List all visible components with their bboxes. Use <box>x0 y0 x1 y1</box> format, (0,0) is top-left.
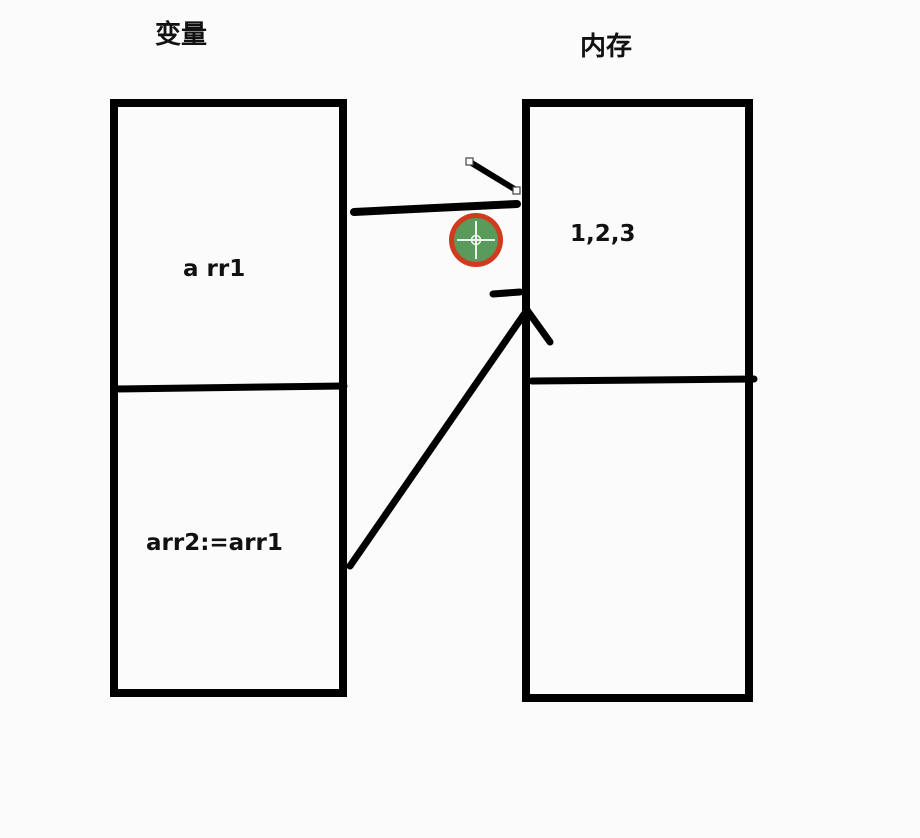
stray-stroke <box>489 288 524 298</box>
arr2-variable-label: arr2:=arr1 <box>146 530 283 556</box>
arr2-pointer-arrow <box>346 306 531 570</box>
variables-box <box>110 99 347 697</box>
memory-values-label: 1,2,3 <box>570 221 636 247</box>
arr1-variable-label: a rr1 <box>183 256 246 282</box>
variables-header: 变量 <box>155 20 208 50</box>
memory-box-divider <box>528 375 758 385</box>
move-crosshair-icon <box>449 213 503 267</box>
arr1-pointer-arrow <box>350 200 521 216</box>
line-handle-end[interactable] <box>512 186 521 195</box>
line-handle-start[interactable] <box>465 157 474 166</box>
memory-header: 内存 <box>580 32 633 62</box>
memory-box <box>522 99 753 702</box>
arr2-arrowhead <box>523 306 554 346</box>
arrowhead-in-progress <box>467 159 519 193</box>
variables-box-divider <box>110 382 348 393</box>
